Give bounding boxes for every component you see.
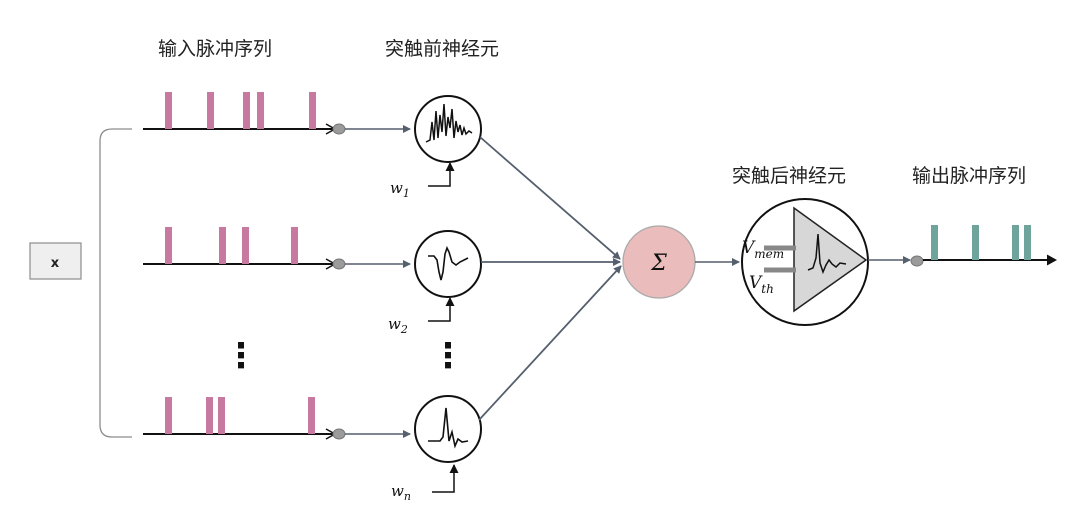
input-spike	[165, 92, 172, 129]
axon-terminal	[332, 428, 346, 440]
input-spike	[308, 397, 315, 434]
input-spike	[257, 92, 264, 129]
input-spike	[243, 92, 250, 129]
input-spike	[165, 397, 172, 434]
output-train	[910, 225, 1058, 267]
pre-neuron-n	[414, 395, 482, 493]
sum-symbol: Σ	[650, 251, 667, 276]
axon-terminal	[332, 258, 346, 270]
input-train-2	[143, 227, 411, 270]
output-spike	[931, 225, 938, 260]
integrate-fire-triangle	[793, 206, 868, 313]
input-spike	[242, 227, 249, 264]
input-bracket	[99, 128, 132, 438]
v-mem-label: Vmem	[742, 238, 784, 261]
synapse-line-n	[478, 265, 622, 421]
sharp-spike-icon	[428, 407, 469, 449]
output-spike	[1024, 225, 1031, 260]
output-spike	[972, 225, 979, 260]
input-spike	[206, 397, 213, 434]
v-th-label: Vth	[749, 273, 774, 296]
axon-terminal	[332, 123, 346, 135]
pre-neuron-1	[414, 95, 482, 187]
spike-train-trace-icon	[425, 103, 473, 143]
input-train-1	[143, 92, 411, 135]
post-neuron: Vmem Vth	[741, 198, 869, 326]
input-spike	[218, 397, 225, 434]
ellipsis-neurons: ⋮	[431, 336, 465, 376]
action-potential-icon	[428, 245, 469, 281]
input-spike	[207, 92, 214, 129]
summation-node: Σ	[622, 225, 696, 299]
ellipsis-inputs: ⋮	[224, 336, 258, 376]
input-box-label: x	[51, 256, 60, 271]
input-spike	[291, 227, 298, 264]
output-terminal	[910, 255, 924, 267]
post-neuron-label: 突触后神经元	[732, 165, 846, 187]
weight-label-1: w1	[390, 179, 410, 200]
input-spike	[309, 92, 316, 129]
pre-neuron-2	[414, 230, 482, 322]
weight-label-2: w2	[388, 315, 408, 336]
input-spike	[165, 227, 172, 264]
membrane-trace-icon	[807, 233, 847, 275]
input-train-n	[143, 397, 411, 440]
output-spike	[1012, 225, 1019, 260]
synapse-line-1	[479, 136, 621, 260]
weight-label-n: wn	[391, 482, 411, 503]
input-box: x	[29, 242, 82, 280]
output-train-label: 输出脉冲序列	[912, 165, 1026, 187]
pre-neurons-label: 突触前神经元	[385, 38, 499, 60]
input-spike	[219, 227, 226, 264]
input-trains-label: 输入脉冲序列	[158, 38, 272, 60]
